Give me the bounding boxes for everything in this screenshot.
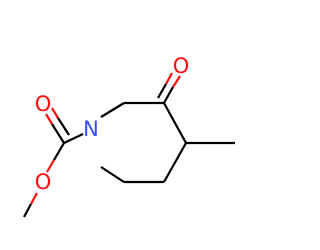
carbonyl-oxygen-label: O: [35, 92, 52, 116]
bond-c3-o-ketone-a: [163, 86, 174, 104]
ketone-oxygen-label: O: [173, 54, 190, 78]
nitrogen-label: N: [83, 117, 99, 141]
bond-c3-c4: [163, 102, 187, 144]
bond-n-ch2-upper: [100, 102, 125, 118]
bond-o-methyl-b: [23, 203, 32, 218]
bond-carbamate-o-b: [45, 113, 53, 125]
structure-diagram: N O O O: [23, 54, 235, 218]
ester-oxygen-label: O: [35, 170, 52, 194]
bond-carbamate-o-d: [51, 107, 59, 119]
bond-c3-o-ketone-d: [165, 72, 173, 85]
bond-carbamate-o-c: [57, 117, 70, 136]
bond-c6-n: [100, 166, 125, 183]
bond-c4-c5: [163, 142, 187, 183]
bond-carbamate-o-single-b: [46, 159, 55, 173]
bond-o-methyl-a: [30, 192, 38, 205]
bond-n-carbamate: [63, 133, 84, 144]
bond-carbamate-o-a: [51, 123, 65, 144]
bond-c3-o-ketone-b: [172, 75, 181, 88]
bond-carbamate-o-single-a: [53, 142, 65, 161]
bond-c3-o-ketone-c: [157, 83, 167, 99]
